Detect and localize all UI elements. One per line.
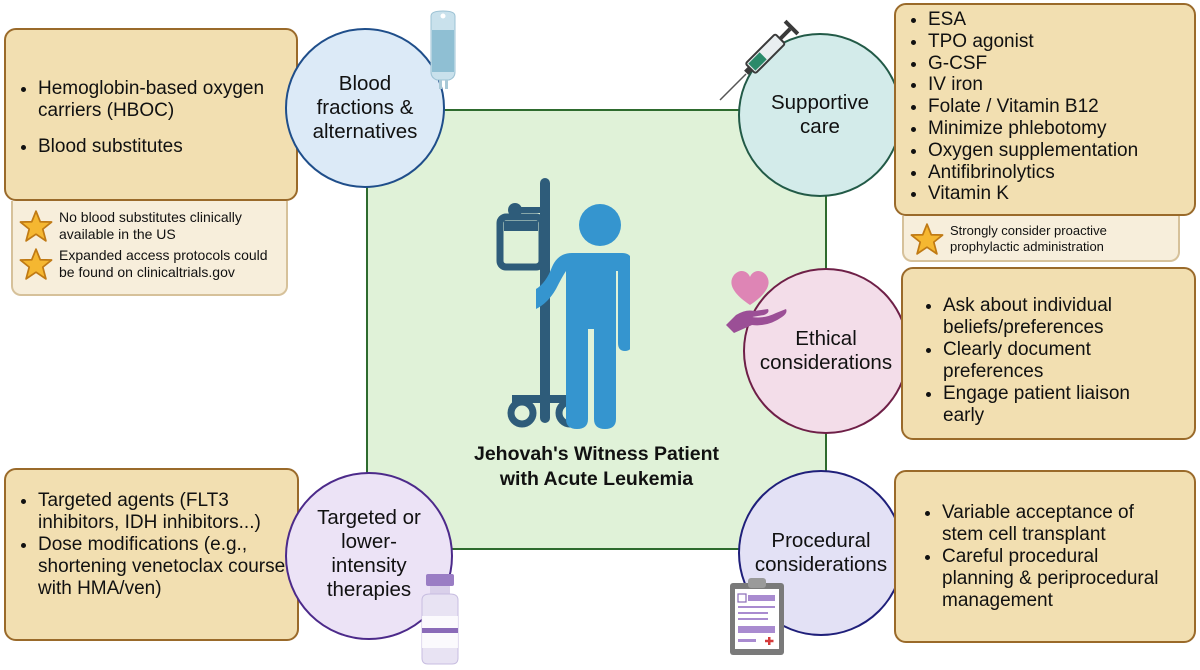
supportive-care-notes: Strongly consider proactive prophylactic… — [902, 216, 1180, 262]
iv-bag-icon — [430, 10, 456, 89]
list-item: Dose modifications (e.g., shortening ven… — [38, 534, 287, 600]
list-item: Vitamin K — [928, 183, 1194, 205]
list-item: Targeted agents (FLT3 inhibitors, IDH in… — [38, 490, 287, 534]
circle-label: fractions & — [316, 96, 414, 119]
note-text: No blood substitutes clinically availabl… — [59, 209, 242, 242]
list-item: Variable acceptance of stem cell transpl… — [942, 502, 1174, 546]
targeted-therapies-box: Targeted agents (FLT3 inhibitors, IDH in… — [4, 468, 299, 641]
circle-label: lower- — [341, 530, 397, 553]
ethical-considerations-box: Ask about individual beliefs/preferences… — [901, 267, 1196, 440]
procedural-considerations-list: Variable acceptance of stem cell transpl… — [896, 502, 1194, 612]
central-title-line-1: Jehovah's Witness Patient — [473, 443, 720, 465]
list-item: ESA — [928, 9, 1194, 31]
circle-label: considerations — [754, 553, 888, 576]
note-item: No blood substitutes clinically availabl… — [19, 209, 280, 243]
circle-label: Targeted or — [317, 506, 421, 529]
blood-alternatives-circle: Blood fractions & alternatives — [285, 28, 445, 188]
list-item: Folate / Vitamin B12 — [928, 96, 1194, 118]
list-item: Clearly document preferences — [943, 339, 1174, 383]
circle-label: Blood — [338, 72, 392, 95]
list-item: IV iron — [928, 74, 1194, 96]
heart-in-hand-icon — [726, 270, 787, 333]
note-text: Strongly consider proactive prophylactic… — [950, 223, 1107, 254]
circle-label: Supportive — [770, 91, 869, 114]
list-item: Careful procedural planning & periproced… — [942, 546, 1174, 612]
circle-label: alternatives — [312, 120, 418, 143]
procedural-considerations-box: Variable acceptance of stem cell transpl… — [894, 470, 1196, 643]
circle-label: care — [800, 115, 840, 138]
patient-with-iv-pole-icon — [496, 178, 630, 429]
star-icon — [910, 223, 944, 255]
blood-alternatives-box: Hemoglobin-based oxygen carriers (HBOC) … — [4, 28, 298, 201]
note-item: Strongly consider proactive prophylactic… — [910, 222, 1172, 256]
star-icon — [19, 210, 53, 242]
blood-alternatives-list: Hemoglobin-based oxygen carriers (HBOC) … — [6, 78, 296, 158]
list-item: G-CSF — [928, 53, 1194, 75]
star-icon — [19, 248, 53, 280]
list-item: Antifibrinolytics — [928, 162, 1194, 184]
list-item: Minimize phlebotomy — [928, 118, 1194, 140]
central-title: Jehovah's Witness Patient with Acute Leu… — [366, 442, 827, 492]
blood-alternatives-notes: No blood substitutes clinically availabl… — [11, 201, 288, 296]
list-item: Oxygen supplementation — [928, 140, 1194, 162]
circle-label: considerations — [759, 351, 893, 374]
ethical-considerations-circle: Ethical considerations — [743, 268, 909, 434]
targeted-therapies-list: Targeted agents (FLT3 inhibitors, IDH in… — [6, 490, 297, 600]
list-item: Engage patient liaison early — [943, 383, 1174, 427]
note-item: Expanded access protocols could be found… — [19, 247, 280, 281]
circle-label: Ethical — [795, 327, 857, 350]
list-item: TPO agonist — [928, 31, 1194, 53]
clipboard-icon — [730, 578, 784, 655]
syringe-icon — [719, 19, 800, 101]
circle-label: Procedural — [771, 529, 871, 552]
note-text: Expanded access protocols could be found… — [59, 247, 268, 280]
list-item: Blood substitutes — [38, 136, 296, 158]
supportive-care-list: ESA TPO agonist G-CSF IV iron Folate / V… — [896, 9, 1194, 205]
circle-label: intensity — [331, 554, 407, 577]
central-title-line-2: with Acute Leukemia — [499, 468, 694, 490]
medicine-vial-icon — [421, 574, 459, 665]
list-item: Ask about individual beliefs/preferences — [943, 295, 1174, 339]
ethical-considerations-list: Ask about individual beliefs/preferences… — [903, 295, 1194, 427]
list-item: Hemoglobin-based oxygen carriers (HBOC) — [38, 78, 296, 122]
supportive-care-box: ESA TPO agonist G-CSF IV iron Folate / V… — [894, 3, 1196, 216]
circle-label: therapies — [326, 578, 412, 601]
